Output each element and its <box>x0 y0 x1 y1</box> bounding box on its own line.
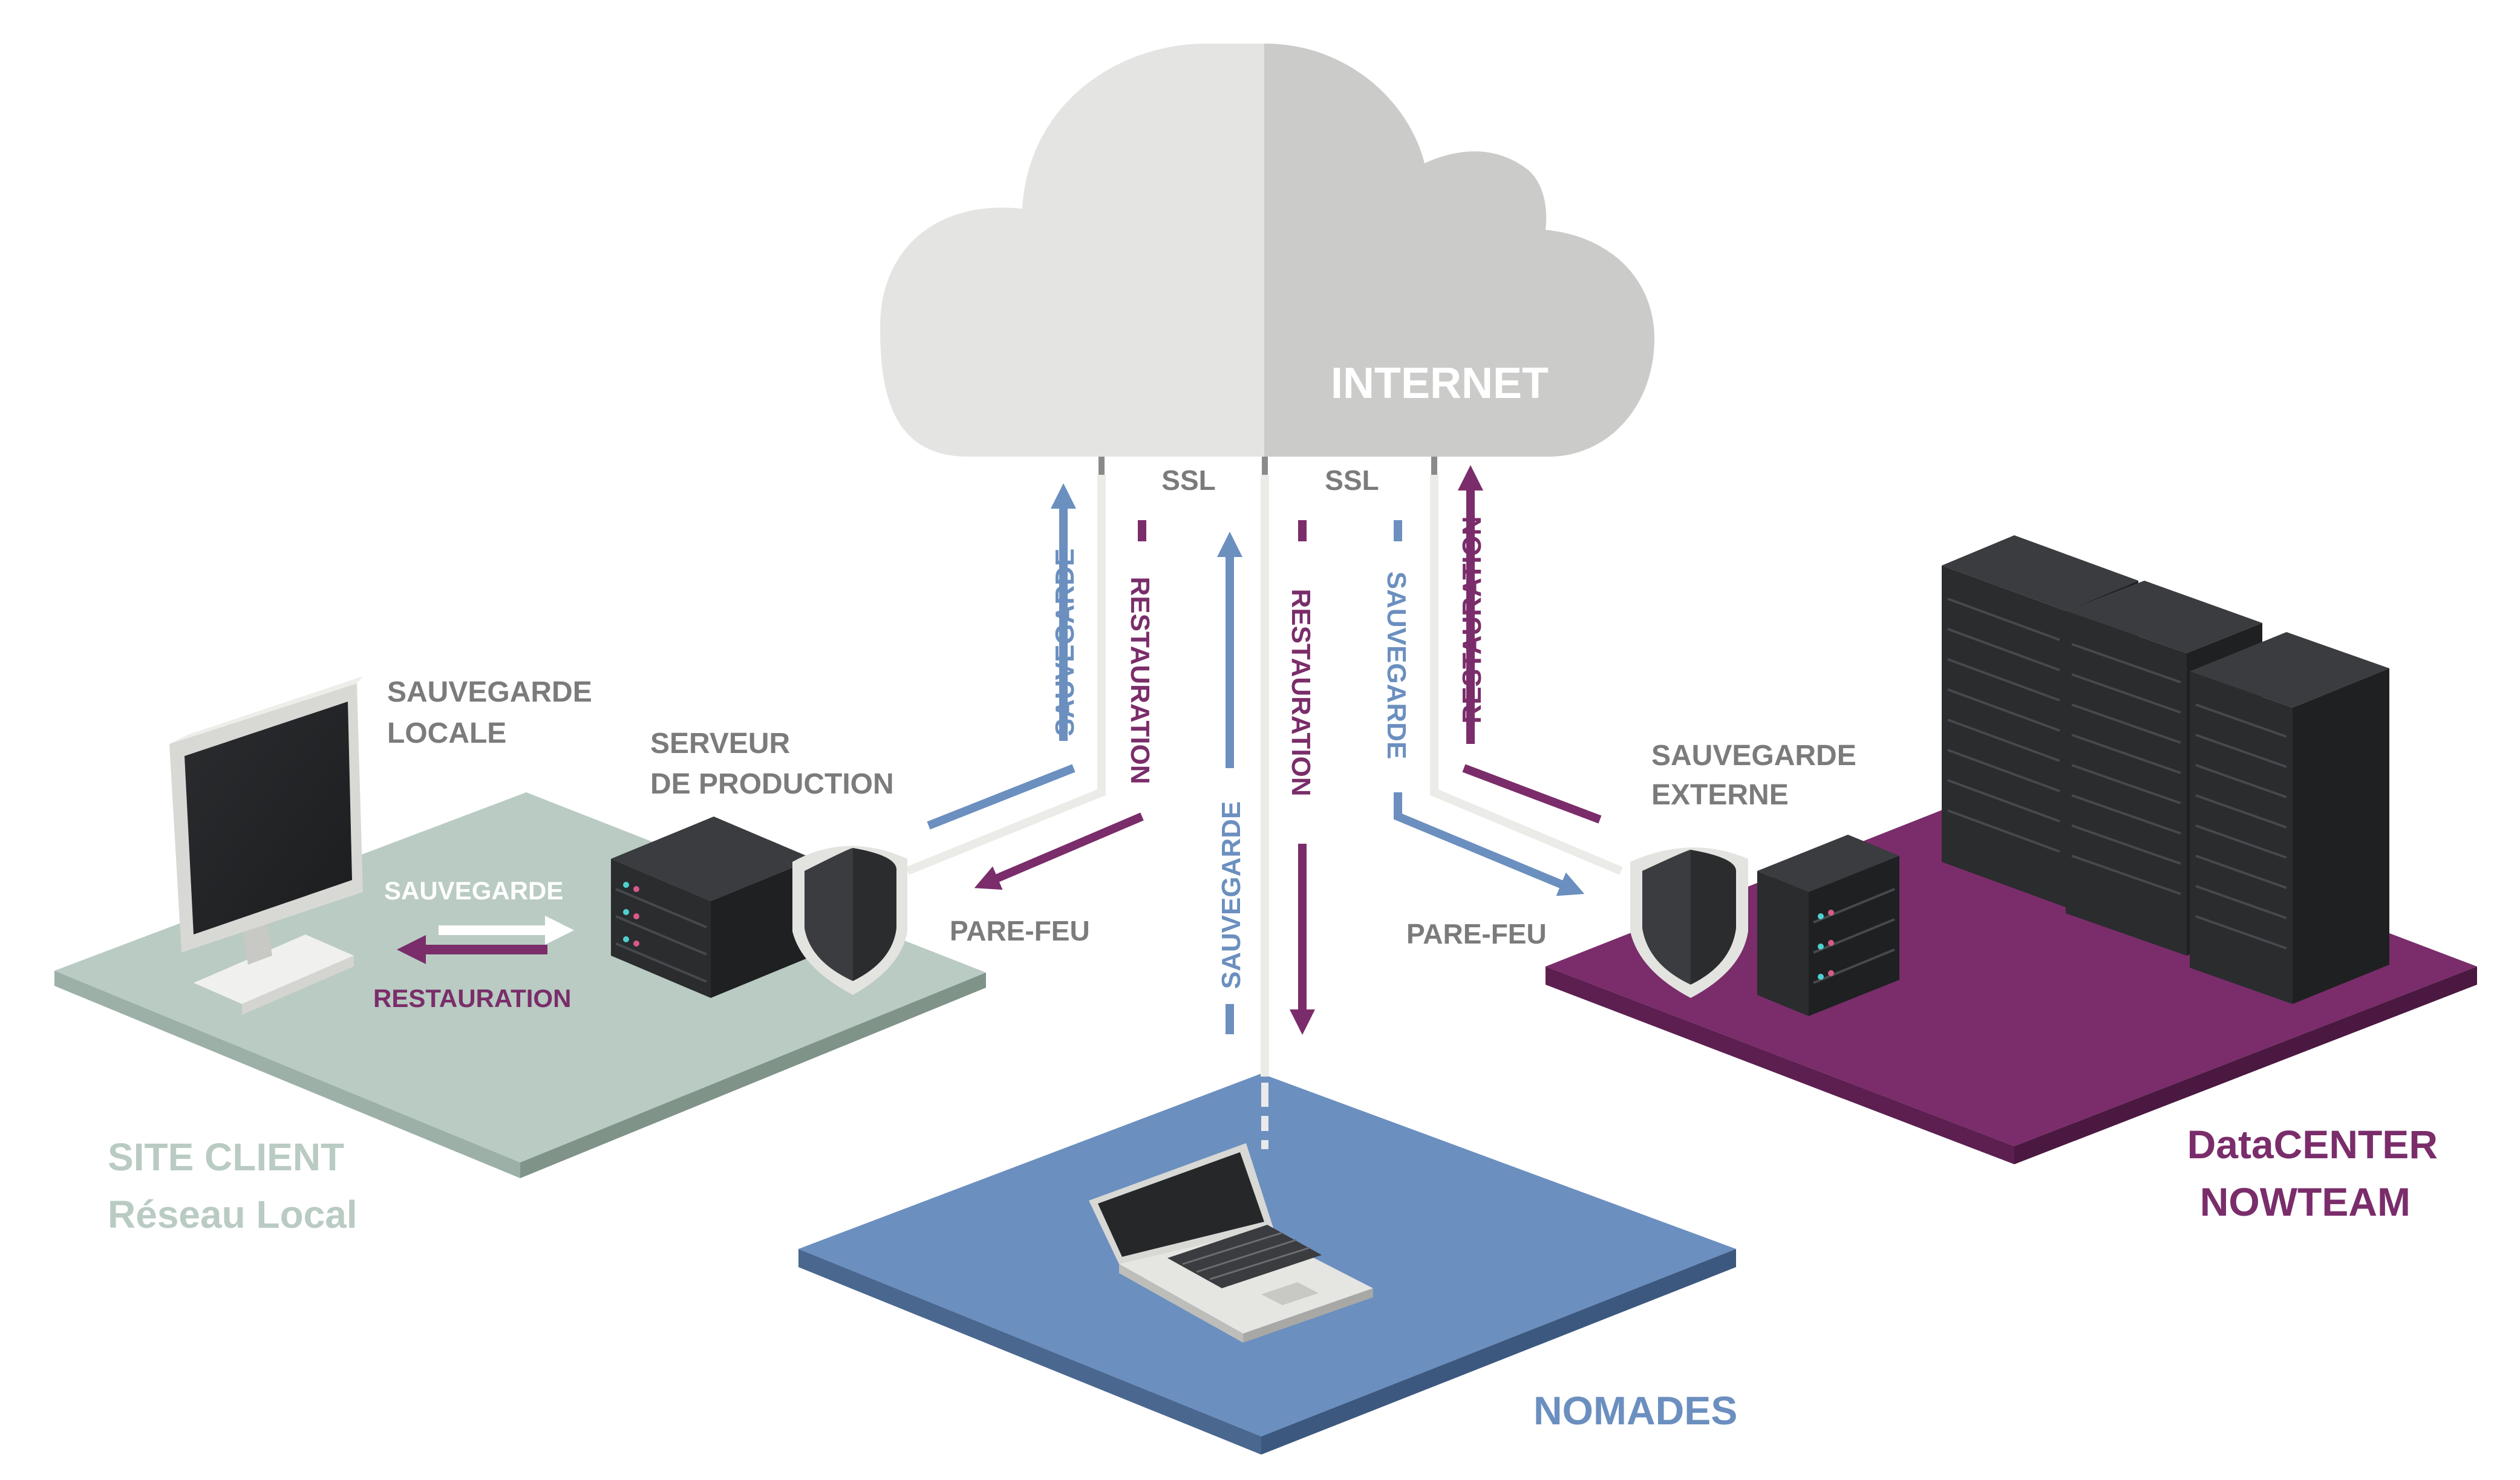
client-firewall-shield-icon <box>792 846 907 995</box>
dc-firewall-label: PARE-FEU <box>1406 918 1547 950</box>
site-client-subtitle: Réseau Local <box>108 1193 357 1236</box>
internet-cloud <box>880 43 1654 457</box>
external-backup-server-icon <box>1757 835 1899 1016</box>
production-server-label-line2: DE PRODUCTION <box>650 768 894 800</box>
client-restore-arrow <box>974 520 1146 890</box>
ssl-left-label: SSL <box>1161 465 1215 496</box>
dc-firewall-shield-icon <box>1630 847 1748 998</box>
laptop-icon <box>1089 1143 1373 1343</box>
site-client-title: SITE CLIENT <box>108 1135 344 1179</box>
datacenter-title-line1: DataCENTER <box>2187 1122 2438 1167</box>
link-lines <box>906 475 1623 1077</box>
dc-restore-arrow <box>1458 465 1602 824</box>
internet-label: INTERNET <box>1331 359 1549 408</box>
local-restore-arrow-label: RESTAURATION <box>373 984 571 1012</box>
production-server-label-line1: SERVEUR <box>650 728 790 760</box>
ssl-right-label: SSL <box>1325 465 1379 496</box>
client-backup-arrow <box>927 483 1076 830</box>
external-backup-label-line1: SAUVEGARDE <box>1651 740 1856 772</box>
client-restore-label: RESTAURATION <box>1125 576 1155 784</box>
local-backup-arrow-label: SAUVEGARDE <box>384 876 563 905</box>
client-firewall-label: PARE-FEU <box>950 915 1090 947</box>
external-backup-label-line2: EXTERNE <box>1651 779 1789 811</box>
dc-restore-label: RESTAURATION <box>1457 516 1487 723</box>
nomades-title: NOMADES <box>1533 1388 1737 1433</box>
client-backup-label: SAUVEGARDE <box>1050 549 1080 737</box>
production-server-icon <box>611 817 814 998</box>
cloud-connectors <box>1098 457 1437 476</box>
server-rack-3-icon <box>2190 632 2389 1004</box>
monitor-icon <box>169 676 363 1015</box>
nomad-backup-label: SAUVEGARDE <box>1216 801 1246 989</box>
datacenter-title-line2: NOWTEAM <box>2200 1179 2411 1224</box>
dc-backup-label: SAUVEGARDE <box>1382 572 1411 760</box>
local-backup-title-line2: LOCALE <box>387 717 506 749</box>
local-backup-title-line1: SAUVEGARDE <box>387 676 592 708</box>
dc-backup-arrow <box>1394 520 1585 896</box>
nomad-restore-label: RESTAURATION <box>1286 588 1316 796</box>
